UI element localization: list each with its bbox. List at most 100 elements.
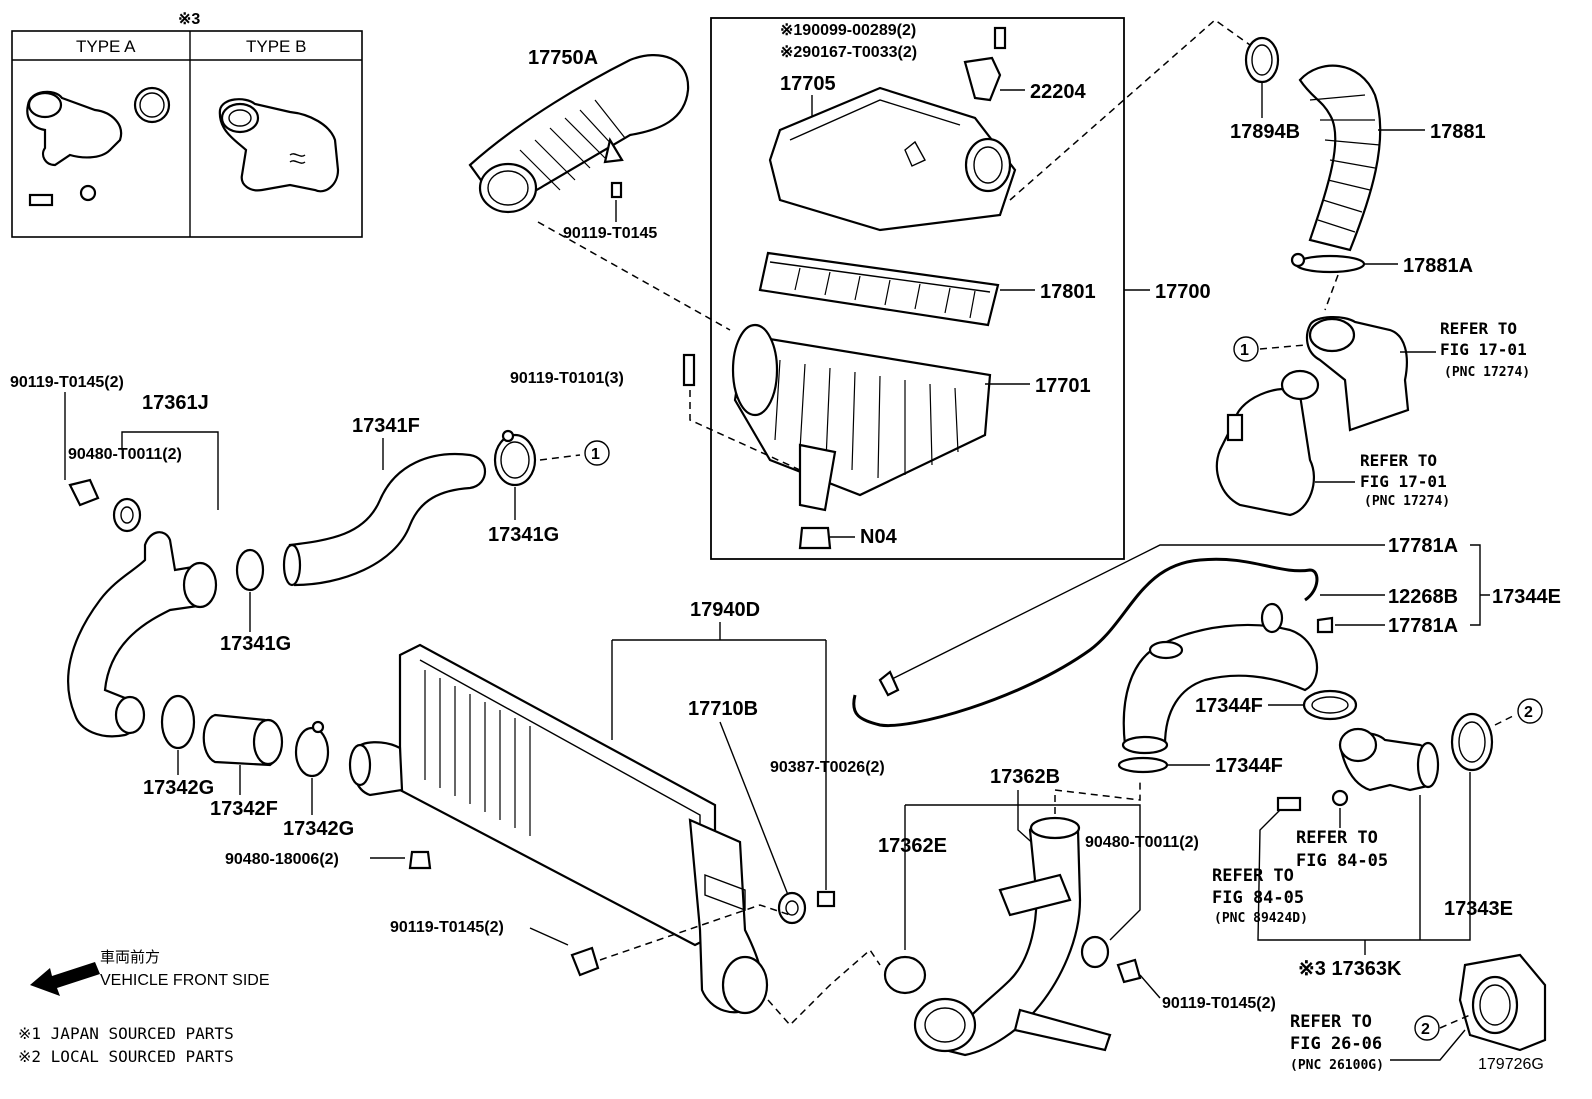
label-90480-T0011-b: 90480-T0011(2) [1085, 834, 1199, 851]
label-17344F-a: 17344F [1195, 695, 1263, 717]
note-japan-sourced: ※1 JAPAN SOURCED PARTS [18, 1024, 234, 1043]
label-17701: 17701 [1035, 375, 1091, 397]
screw-icon [993, 26, 1007, 50]
ref-84-05-b-l3: (PNC 89424D) [1214, 911, 1308, 926]
clamp-17341G [493, 429, 537, 487]
clip-icon [963, 56, 1002, 102]
hose-17344E [1121, 602, 1319, 755]
label-12268B: 12268B [1388, 586, 1458, 608]
type-b-outlet-icon [218, 98, 340, 193]
ref-84-05-b-l1: REFER TO [1212, 866, 1294, 886]
label-17705: 17705 [780, 73, 836, 95]
label-17342G-a: 17342G [143, 777, 214, 799]
type-a-outlet-icon [26, 86, 171, 207]
label-90119-T0145-2: 90119-T0145(2) [10, 374, 124, 391]
grommet-icon [798, 526, 832, 550]
air-cleaner-case [731, 323, 992, 512]
ref-84-05-a-l1: REFER TO [1296, 828, 1378, 848]
clamp-17342G-b [294, 720, 330, 778]
clamp-17341G-left [235, 548, 265, 592]
bolt-icon-left [68, 478, 100, 507]
vehicle-front-jp: 車両前方 [100, 949, 160, 966]
label-90480-18006: 90480-18006(2) [225, 851, 339, 868]
label-17342F: 17342F [210, 798, 278, 820]
label-290167-T0033: ※290167-T0033(2) [780, 44, 917, 61]
drawing-id: 179726G [1478, 1056, 1544, 1073]
intake-hose-17881 [1298, 64, 1382, 252]
clamp-17343E [1450, 712, 1494, 772]
label-17700: 17700 [1155, 281, 1211, 303]
ref-17-01-b-l1: REFER TO [1360, 451, 1437, 470]
label-90119-T0101: 90119-T0101(3) [510, 370, 624, 387]
gasket-icon [1331, 789, 1349, 807]
clamp-17344F-b [1117, 756, 1169, 774]
label-17362B: 17362B [990, 766, 1060, 788]
intercooler [348, 643, 769, 1015]
ref-17-01-b-l2: FIG 17-01 [1360, 472, 1447, 491]
label-17341G-left: 17341G [220, 633, 291, 655]
hose-17341F [282, 453, 486, 587]
bolt-icon-intercooler [570, 946, 600, 977]
label-90119-T0145: 90119-T0145 [563, 225, 657, 242]
label-17881: 17881 [1430, 121, 1486, 143]
throttle-body-ref [1458, 953, 1547, 1052]
pipe-17362B [913, 816, 1112, 1057]
ref-circle-2-b [1414, 1015, 1440, 1041]
ref-circle-2 [1517, 698, 1543, 724]
bolt-icon [682, 353, 696, 387]
air-cleaner-assembly-frame [710, 17, 1125, 560]
label-17363K: ※3 17363K [1298, 958, 1402, 980]
ref-circle-1-label: 1 [1240, 342, 1249, 359]
label-190099-00289: ※190099-00289(2) [780, 22, 916, 39]
intercooler-inlet-pipe [67, 531, 218, 738]
ref-circle-1-b-label: 1 [591, 446, 600, 463]
label-17343E: 17343E [1444, 898, 1513, 920]
label-17781A-b: 17781A [1388, 615, 1458, 637]
label-17342G-b: 17342G [283, 818, 354, 840]
ref-circle-2-b-label: 2 [1421, 1021, 1430, 1038]
type-b-header: TYPE B [246, 37, 306, 56]
type-a-header: TYPE A [76, 37, 136, 56]
elbow-ref-17-01 [1305, 316, 1410, 432]
ref-circle-2-label: 2 [1524, 704, 1533, 721]
type-table: ※3 TYPE A TYPE B [11, 11, 363, 238]
outlet-17363K [1338, 727, 1440, 792]
ref-circle-1-b [584, 440, 610, 466]
label-17750A: 17750A [528, 47, 598, 69]
label-17341G: 17341G [488, 524, 559, 546]
ref-circle-1 [1233, 336, 1259, 362]
label-17801: 17801 [1040, 281, 1096, 303]
ref-17-01-a-l1: REFER TO [1440, 319, 1517, 338]
label-17781A-a: 17781A [1388, 535, 1458, 557]
label-N04: N04 [860, 526, 898, 548]
label-17344E: 17344E [1492, 586, 1561, 608]
vehicle-front-arrow-icon [30, 962, 100, 996]
label-17940D: 17940D [690, 599, 760, 621]
label-17344F-b: 17344F [1215, 755, 1283, 777]
vehicle-front-en: VEHICLE FRONT SIDE [100, 972, 270, 989]
clamp-17362E [883, 955, 927, 995]
clamp-17344F-a [1302, 689, 1358, 721]
cushion-icon [816, 890, 836, 908]
label-90119-T0145-d: 90119-T0145(2) [1162, 995, 1276, 1012]
grommet-bottom [408, 850, 432, 870]
label-17341F: 17341F [352, 415, 420, 437]
label-17362E: 17362E [878, 835, 947, 857]
grommet-17710B [777, 891, 807, 925]
label-17710B: 17710B [688, 698, 758, 720]
label-17881A: 17881A [1403, 255, 1473, 277]
ref-17-01-b-l3: (PNC 17274) [1364, 494, 1450, 509]
label-90480-T0011: 90480-T0011(2) [68, 446, 182, 463]
bolt-icon-17362 [1116, 958, 1142, 984]
clip-17781A [1316, 616, 1334, 634]
ref-26-06-l2: FIG 26-06 [1290, 1034, 1382, 1054]
grommet-17362B [1080, 935, 1110, 969]
ref-26-06-l1: REFER TO [1290, 1012, 1372, 1032]
label-22204: 22204 [1030, 81, 1086, 103]
type-table-note: ※3 [178, 11, 200, 28]
label-17361J: 17361J [142, 392, 209, 414]
clamp-17881A [1290, 252, 1366, 274]
air-inlet-duct [468, 54, 690, 214]
ref-17-01-a-l3: (PNC 17274) [1444, 365, 1530, 380]
ref-84-05-b-l2: FIG 84-05 [1212, 888, 1304, 908]
